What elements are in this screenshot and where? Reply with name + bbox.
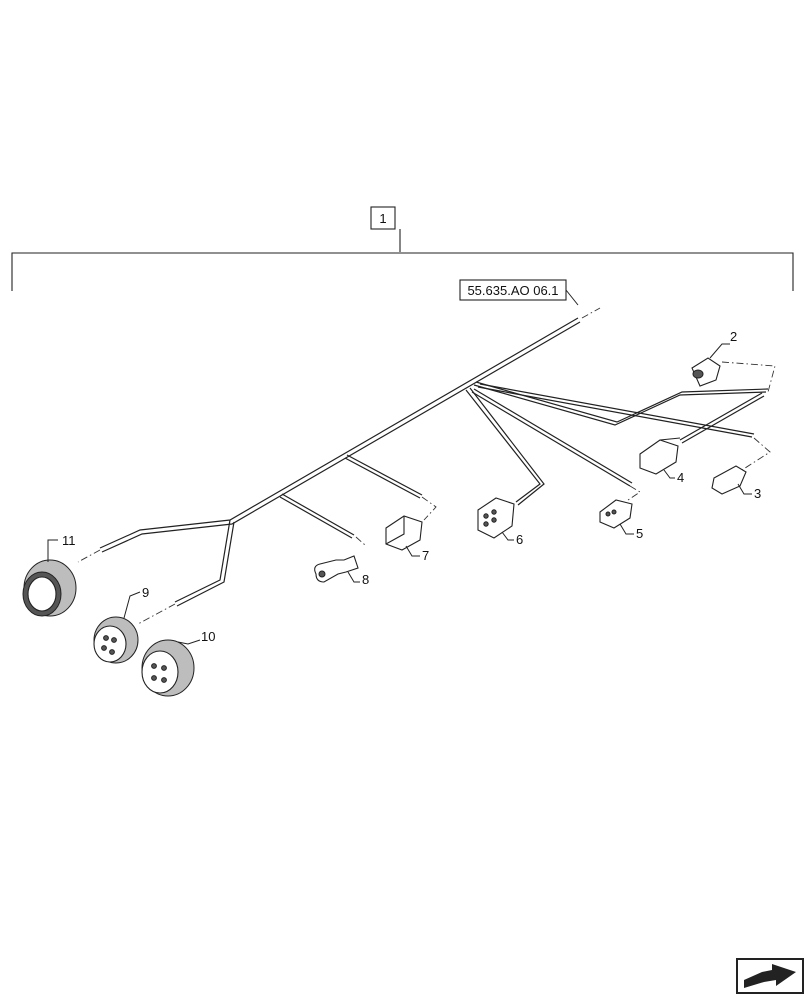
connector-6[interactable]: 6 <box>477 497 523 547</box>
callout-7: 7 <box>422 548 429 563</box>
callout-6: 6 <box>516 532 523 547</box>
connector-5[interactable]: 5 <box>599 499 643 541</box>
connector-10[interactable]: 10 <box>141 629 215 697</box>
arrow-next-page-icon[interactable] <box>736 958 804 994</box>
assembly-label: 1 <box>379 211 386 226</box>
callout-10: 10 <box>201 629 215 644</box>
callout-11: 11 <box>62 533 76 548</box>
reference-box[interactable]: 55.635.AO 06.1 <box>459 279 579 306</box>
harness-wires <box>99 317 769 607</box>
callout-4: 4 <box>677 470 684 485</box>
callout-9: 9 <box>142 585 149 600</box>
callout-5: 5 <box>636 526 643 541</box>
connector-9[interactable]: 9 <box>93 585 149 664</box>
connector-7[interactable]: 7 <box>385 515 429 563</box>
connector-3[interactable]: 3 <box>711 465 761 501</box>
alignment-lines <box>77 307 776 625</box>
callout-3: 3 <box>754 486 761 501</box>
connector-4[interactable]: 4 <box>639 437 684 485</box>
callout-2: 2 <box>730 329 737 344</box>
next-page-button[interactable] <box>736 958 804 994</box>
connector-2[interactable]: 2 <box>691 329 737 387</box>
assembly-bracket: 1 <box>11 206 794 291</box>
callout-8: 8 <box>362 572 369 587</box>
connector-11[interactable]: 11 <box>22 533 77 617</box>
reference-label[interactable]: 55.635.AO 06.1 <box>467 283 558 298</box>
connector-8[interactable]: 8 <box>314 555 370 587</box>
